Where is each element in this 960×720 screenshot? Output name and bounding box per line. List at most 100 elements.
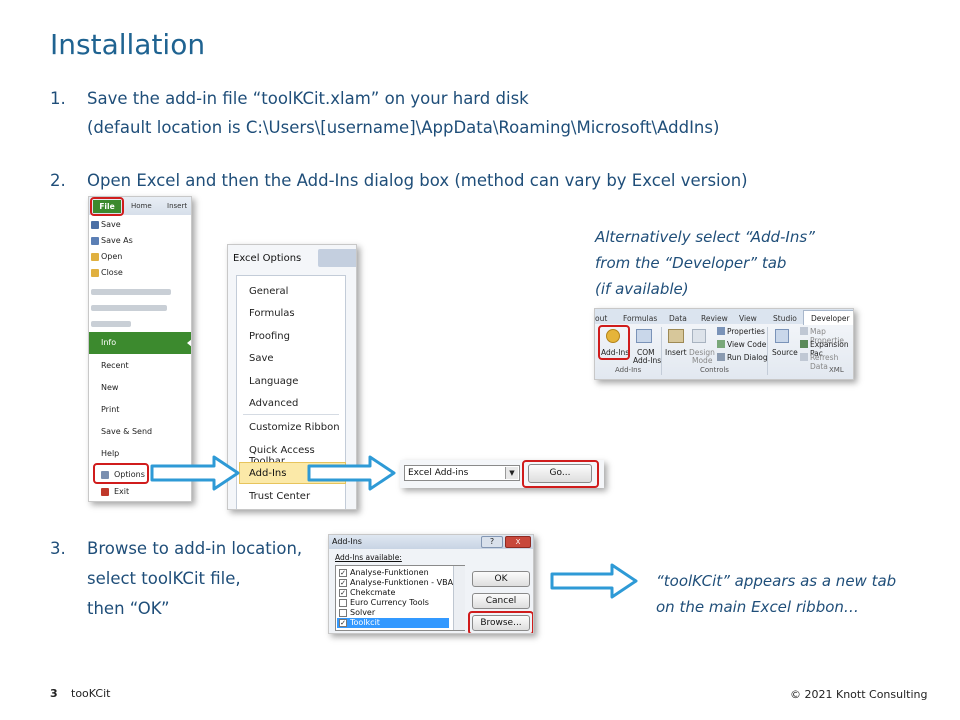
- menu-print[interactable]: Print: [101, 405, 120, 414]
- properties-icon: [717, 327, 725, 335]
- opt-advanced[interactable]: Advanced: [249, 398, 299, 409]
- design-mode-icon: [692, 329, 706, 343]
- ribbon-design-label1[interactable]: Design: [689, 348, 715, 357]
- opt-proofing[interactable]: Proofing: [249, 331, 290, 342]
- menu-options[interactable]: Options: [114, 470, 145, 479]
- go-highlight: [522, 460, 599, 488]
- ribbon-map-properties[interactable]: Map Propertie: [810, 327, 844, 345]
- menu-close[interactable]: Close: [101, 268, 123, 277]
- addin-checkbox[interactable]: ✓: [339, 619, 347, 627]
- menu-info-label: Info: [101, 338, 117, 347]
- tab-formulas[interactable]: Formulas: [623, 314, 658, 323]
- cancel-button[interactable]: Cancel: [472, 593, 530, 609]
- insert-tab[interactable]: Insert: [167, 202, 188, 210]
- close-folder-icon: [91, 269, 99, 277]
- go-button[interactable]: Go...: [528, 464, 592, 483]
- addin-checkbox[interactable]: ✓: [339, 589, 347, 597]
- tab-review[interactable]: Review: [701, 314, 728, 323]
- result-note-line1: “toolKCit” appears as a new tab: [656, 572, 897, 590]
- opt-quick-access[interactable]: Quick Access Toolbar: [249, 445, 315, 467]
- tab-developer[interactable]: Developer: [803, 310, 853, 325]
- footer-product: tooKCit: [71, 687, 111, 700]
- addins-gear-icon: [606, 329, 620, 343]
- ribbon-refresh-data[interactable]: Refresh Data: [810, 353, 839, 371]
- opt-save[interactable]: Save: [249, 353, 274, 364]
- chevron-down-icon[interactable]: ▼: [505, 467, 518, 479]
- tab-studio[interactable]: Studio: [773, 314, 797, 323]
- ribbon-insert-label[interactable]: Insert: [665, 348, 687, 357]
- addin-checkbox[interactable]: ✓: [339, 569, 347, 577]
- menu-save[interactable]: Save: [101, 220, 121, 229]
- com-addins-icon: [636, 329, 652, 343]
- opt-formulas[interactable]: Formulas: [249, 308, 295, 319]
- alt-note-line2: from the “Developer” tab: [595, 254, 787, 272]
- group-xml-label: XML: [829, 366, 844, 374]
- menu-save-send[interactable]: Save & Send: [101, 427, 153, 436]
- ribbon-expansion-packs[interactable]: Expansion Pac: [810, 340, 849, 358]
- addin-label[interactable]: Analyse-Funktionen - VBA: [350, 578, 454, 587]
- close-icon[interactable]: X: [505, 536, 531, 548]
- ribbon-run-dialog[interactable]: Run Dialog: [727, 353, 768, 362]
- addin-label[interactable]: Chekcmate: [350, 588, 396, 597]
- available-label: Add-Ins available:: [335, 553, 402, 562]
- step1-line2: (default location is C:\Users\[username]…: [87, 118, 720, 137]
- manage-addins-screenshot: Excel Add-ins ▼ Go...: [400, 460, 604, 488]
- tab-view[interactable]: View: [739, 314, 757, 323]
- options-icon: [101, 471, 109, 479]
- menu-info-active[interactable]: Info: [89, 332, 191, 354]
- open-folder-icon: [91, 253, 99, 261]
- file-tab[interactable]: File: [93, 200, 121, 213]
- help-button[interactable]: ?: [481, 536, 503, 548]
- home-tab[interactable]: Home: [131, 202, 152, 210]
- menu-new[interactable]: New: [101, 383, 119, 392]
- refresh-data-icon: [800, 353, 808, 361]
- ribbon-view-code[interactable]: View Code: [727, 340, 767, 349]
- options-highlight: [93, 463, 149, 484]
- addin-checkbox[interactable]: [339, 599, 347, 607]
- ribbon-com-label2[interactable]: Add-Ins: [633, 356, 662, 365]
- step3-number: 3.: [50, 539, 66, 558]
- opt-customize-ribbon[interactable]: Customize Ribbon: [249, 422, 340, 433]
- browse-highlight: [468, 611, 533, 633]
- tab-data[interactable]: Data: [669, 314, 687, 323]
- addin-checkbox[interactable]: ✓: [339, 579, 347, 587]
- recent-file-blurred: [91, 321, 131, 327]
- ribbon-design-label2[interactable]: Mode: [692, 356, 713, 365]
- menu-recent[interactable]: Recent: [101, 361, 129, 370]
- addins-list[interactable]: ✓ Analyse-Funktionen ✓ Analyse-Funktione…: [335, 565, 465, 631]
- addin-label[interactable]: Euro Currency Tools: [350, 598, 429, 607]
- addin-label[interactable]: Solver: [350, 608, 376, 617]
- addin-label[interactable]: Toolkcit: [350, 618, 380, 627]
- addin-label[interactable]: Analyse-Funktionen: [350, 568, 429, 577]
- developer-ribbon-screenshot: out Formulas Data Review View Studio Dev…: [594, 308, 854, 380]
- tab-developer-label: Developer: [811, 314, 850, 323]
- menu-save-as[interactable]: Save As: [101, 236, 133, 245]
- step2-number: 2.: [50, 171, 66, 190]
- menu-help[interactable]: Help: [101, 449, 120, 458]
- opt-addins-selected[interactable]: Add-Ins: [239, 462, 346, 484]
- menu-exit[interactable]: Exit: [114, 487, 130, 496]
- ribbon-properties[interactable]: Properties: [727, 327, 765, 336]
- step2-line1: Open Excel and then the Add-Ins dialog b…: [87, 171, 748, 190]
- file-menu-screenshot: File Home Insert Save Save As Open Close…: [88, 196, 192, 502]
- ribbon-source-label[interactable]: Source: [772, 348, 798, 357]
- active-pointer-icon: [187, 339, 191, 347]
- ribbon-addins-label[interactable]: Add-Ins: [601, 348, 630, 357]
- tab-layout[interactable]: out: [595, 314, 608, 323]
- opt-language[interactable]: Language: [249, 376, 299, 387]
- step3-line3: then “OK”: [87, 599, 170, 618]
- addin-checkbox[interactable]: [339, 609, 347, 617]
- opt-trust-center[interactable]: Trust Center: [249, 491, 311, 502]
- addin-selected-row[interactable]: [337, 618, 449, 628]
- exit-icon: [101, 488, 109, 496]
- ok-button[interactable]: OK: [472, 571, 530, 587]
- ribbon-com-label1[interactable]: COM: [637, 348, 655, 357]
- browse-button[interactable]: Browse...: [472, 615, 530, 631]
- group-controls-label: Controls: [700, 366, 729, 374]
- manage-select[interactable]: Excel Add-ins ▼: [404, 465, 520, 481]
- menu-open[interactable]: Open: [101, 252, 123, 261]
- cancel-button-label: Cancel: [485, 596, 517, 606]
- alt-note-line1: Alternatively select “Add-Ins”: [595, 228, 815, 246]
- opt-general[interactable]: General: [249, 286, 289, 297]
- list-scrollbar[interactable]: [453, 566, 465, 630]
